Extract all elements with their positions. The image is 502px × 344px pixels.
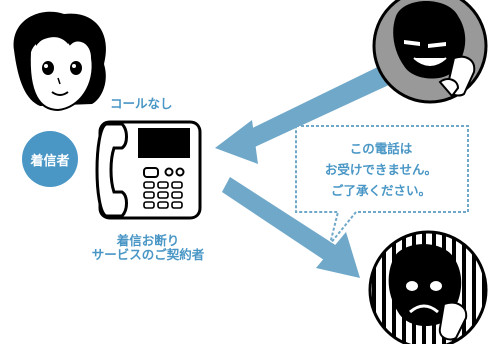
bubble-message: この電話は お受けできません。 ご了承ください。: [300, 138, 462, 201]
arrow-rejection: [222, 177, 360, 278]
caller-rejected-icon: [368, 230, 488, 344]
receiver-badge: 着信者: [22, 131, 78, 187]
no-call-label: コールなし: [110, 96, 173, 111]
subscriber-label: 着信お断り サービスのご契約者: [78, 234, 218, 262]
bubble-line1: この電話は: [349, 141, 413, 156]
bubble-line3: ご了承ください。: [330, 183, 431, 198]
speech-bubble: [295, 125, 469, 245]
subscriber-label-line1: 着信お断り: [116, 233, 180, 248]
telephone-icon: [95, 120, 202, 220]
woman-face-icon: [13, 11, 107, 112]
bubble-line2: お受けできません。: [324, 162, 438, 177]
caller-smiling-icon: [372, 0, 488, 104]
arrow-incoming: [215, 60, 404, 164]
subscriber-label-line2: サービスのご契約者: [91, 247, 205, 262]
